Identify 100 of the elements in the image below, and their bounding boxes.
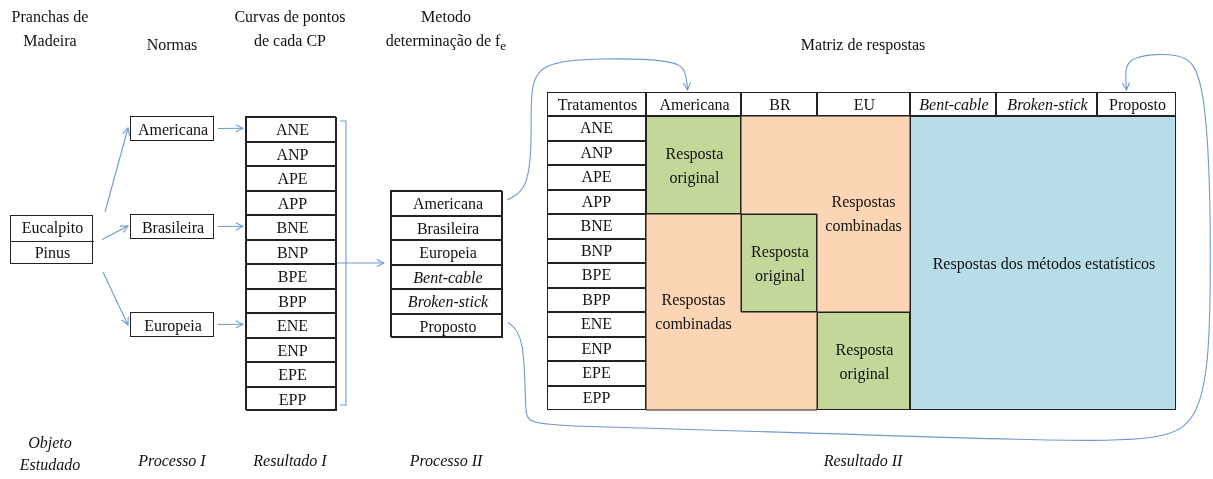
cell-text: BPP <box>277 291 308 312</box>
cell-text: Americana <box>411 194 485 215</box>
table-cell <box>130 116 214 141</box>
table-cell: BNP <box>547 238 646 263</box>
table-cell <box>246 190 337 215</box>
area-label: Respostas combinadas <box>824 192 903 236</box>
area-label: Respostas combinadas <box>654 290 733 334</box>
cell-text: Tratamentos <box>556 95 639 115</box>
table-cell: ANP <box>547 140 646 165</box>
arrow <box>217 320 244 329</box>
table-cell <box>1097 92 1176 116</box>
table-cell <box>246 337 337 362</box>
table-cell <box>130 312 214 337</box>
stage-caption: Resultado II <box>822 451 904 471</box>
bracket-arrow <box>336 258 385 268</box>
area-label: Respostas dos métodos estatísticos <box>931 254 1157 275</box>
cell-text: Bent-cable <box>918 95 990 115</box>
cell-text: BNE <box>275 218 310 239</box>
cell-text: Broken-stick <box>406 292 490 313</box>
table-cell: ANE <box>547 116 646 141</box>
table-cell <box>246 386 337 411</box>
cell-text: Brasileira <box>140 217 206 238</box>
table-cell: BPE <box>547 263 646 288</box>
table-cell <box>391 313 503 338</box>
table-cell: APP <box>547 189 646 214</box>
table-cell: ENP <box>547 336 646 361</box>
cell-text: BR <box>768 95 792 115</box>
table-cell <box>246 141 337 166</box>
cell-text: Eucalpito <box>20 218 85 239</box>
table-cell <box>996 92 1097 116</box>
area-label: Resposta original <box>750 242 810 287</box>
arrow <box>104 127 131 213</box>
cell-text: APP <box>276 193 309 214</box>
arrow <box>506 58 692 201</box>
cell-text: Bent-cable <box>412 267 484 288</box>
cell-text: Americana <box>136 119 210 140</box>
table-cell <box>910 92 996 116</box>
table-cell <box>246 362 337 387</box>
table-cell <box>246 288 337 313</box>
method-list <box>390 190 502 337</box>
response-area <box>910 116 1176 410</box>
table-cell <box>391 215 503 240</box>
cell-text: Americana <box>658 95 731 115</box>
curve-list <box>245 116 336 410</box>
cell-text: Proposto <box>418 316 478 338</box>
stage-caption: Objeto Estudado <box>18 433 82 475</box>
table-cell: BNE <box>547 214 646 239</box>
area-label: Resposta original <box>834 340 895 385</box>
cell-text: ENP <box>276 340 309 361</box>
response-area <box>646 116 741 214</box>
cell-text: ENE <box>275 316 310 337</box>
table-cell <box>246 166 337 191</box>
cell-text: BPE <box>276 267 309 288</box>
arrow <box>507 53 1211 441</box>
cell-text: Broken-stick <box>1006 95 1089 115</box>
cell-text: EPP <box>277 389 308 410</box>
cell-text: ANP <box>275 144 310 165</box>
column-heading: Normas <box>145 35 199 55</box>
table-cell: APE <box>547 165 646 190</box>
species-table <box>10 215 93 264</box>
cell-text: Pinus <box>11 240 94 265</box>
cell-text: EU <box>852 95 877 115</box>
cell-text: Brasileira <box>415 218 481 239</box>
table-cell: EPE <box>547 361 646 386</box>
stage-caption: Processo I <box>137 451 207 471</box>
cell-text: ANE <box>275 120 310 141</box>
cell-text: Proposto <box>1108 95 1167 116</box>
cell-text: EPE <box>277 365 308 386</box>
column-heading: Pranchas de Madeira <box>10 7 90 51</box>
arrow <box>217 124 244 133</box>
table-cell <box>391 289 503 314</box>
column-heading: Metodo determinação de f$_{e}$ <box>384 7 508 56</box>
table-cell <box>391 240 503 265</box>
table-cell <box>246 239 337 264</box>
response-area <box>817 312 910 410</box>
table-cell: EPP <box>547 385 646 410</box>
table-cell <box>646 92 741 116</box>
table-cell <box>246 215 337 240</box>
table-cell <box>246 117 337 142</box>
table-cell <box>391 191 503 216</box>
arrow <box>102 271 129 326</box>
column-heading: Curvas de pontos de cada CP <box>233 7 347 51</box>
response-area <box>741 214 817 312</box>
table-cell: ENE <box>547 312 646 337</box>
cell-text: BNP <box>275 242 310 263</box>
cell-text: Europeia <box>418 243 478 264</box>
column-heading: Matriz de respostas <box>799 35 927 56</box>
table-cell <box>391 264 503 289</box>
table-cell: BPP <box>547 287 646 312</box>
stage-caption: Resultado I <box>252 451 328 471</box>
arrow <box>217 222 244 231</box>
cell-text: Europeia <box>143 315 203 337</box>
table-cell <box>547 92 646 116</box>
area-label: Resposta original <box>664 144 725 189</box>
stage-caption: Processo II <box>408 451 484 471</box>
table-cell <box>246 264 337 289</box>
table-cell <box>246 313 337 338</box>
arrow <box>101 225 129 241</box>
table-cell <box>130 214 214 239</box>
cell-text: APE <box>276 169 309 190</box>
